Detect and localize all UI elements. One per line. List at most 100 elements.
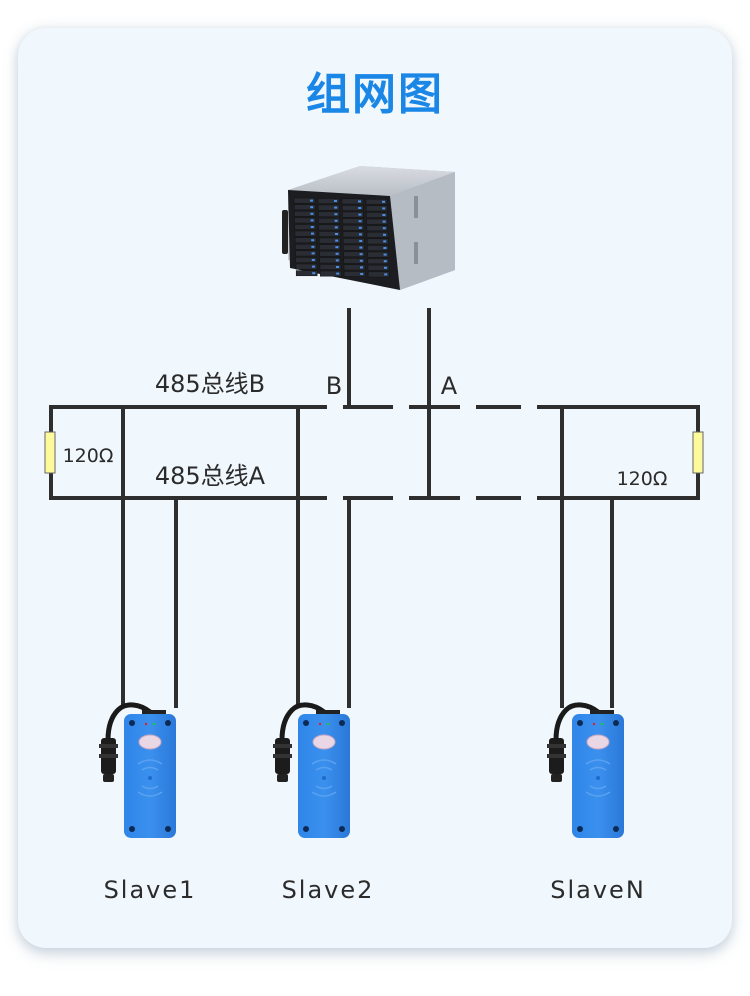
drive-led [359, 259, 363, 262]
drive-led [359, 240, 363, 242]
drive-led [335, 252, 339, 255]
slave-n-label: SlaveN [550, 876, 646, 904]
slave-device-2 [273, 705, 350, 838]
drive-led [383, 247, 387, 249]
drive-bay [293, 197, 316, 204]
drive-led [335, 239, 339, 242]
drive-led [358, 207, 362, 209]
drive-bay [319, 270, 342, 277]
drive-led [359, 253, 363, 256]
drive-led [383, 253, 387, 256]
drive-led [334, 213, 338, 216]
drive-led [383, 260, 387, 263]
drive-bay [318, 211, 340, 218]
drive-bay [343, 264, 366, 271]
drive-led [334, 206, 338, 209]
drive-bay [366, 218, 388, 225]
drive-led [334, 226, 338, 229]
drive-bay [366, 238, 389, 245]
slave-device-1 [99, 705, 176, 838]
drive-led [358, 226, 362, 229]
drive-led [360, 266, 363, 269]
drive-bay [318, 217, 340, 224]
drive-led [335, 259, 339, 262]
drive-led [311, 259, 315, 261]
drive-bay [367, 258, 390, 265]
drive-bay [343, 257, 366, 264]
drive-led [310, 226, 314, 228]
drive-led [336, 272, 340, 275]
drive-bay [342, 224, 365, 231]
drive-led [360, 273, 364, 275]
drive-led [358, 213, 362, 216]
drive-bay [342, 238, 365, 244]
terminator-left-label: 120Ω [63, 445, 114, 467]
drive-led [311, 239, 315, 242]
drive-bay [295, 257, 318, 263]
drive-bay [365, 198, 388, 205]
drive-bay [319, 244, 341, 251]
drive-bay [295, 263, 318, 270]
slave-2-label: Slave2 [282, 876, 375, 904]
master-wire-a-label: A [441, 372, 458, 400]
drive-led [358, 220, 362, 223]
drive-led [312, 272, 316, 275]
drive-bay [343, 271, 366, 277]
drive-bay [367, 271, 390, 278]
drive-bay [366, 225, 389, 232]
drive-bay [318, 231, 341, 237]
drive-led [358, 200, 361, 203]
drive-led [334, 200, 337, 202]
drive-bay [341, 198, 364, 205]
drive-bay [293, 204, 316, 211]
drive-led [335, 233, 338, 235]
drive-bay [366, 231, 389, 238]
drive-bay [342, 231, 365, 238]
drive-bay [294, 237, 317, 244]
drive-bay [367, 251, 389, 258]
drive-led [359, 233, 362, 236]
drive-bay [318, 237, 341, 244]
drive-led [336, 266, 339, 268]
bus-a-label: 485总线A [155, 462, 266, 490]
drive-led [382, 207, 386, 210]
drive-led [335, 246, 339, 249]
slave-1-label: Slave1 [104, 876, 197, 904]
drive-bay [367, 264, 390, 271]
drive-led [383, 240, 387, 243]
drive-bay [295, 243, 317, 250]
drive-bay [342, 211, 364, 218]
drive-bay [343, 251, 365, 258]
drive-led [359, 246, 363, 249]
drive-bay [294, 224, 317, 230]
rack-server-image [282, 166, 455, 290]
slave-device-n [547, 705, 624, 838]
drive-bay [318, 224, 341, 231]
drive-bay [294, 230, 317, 237]
drive-bay [295, 270, 318, 277]
drive-led [382, 220, 386, 223]
drive-led [334, 219, 338, 222]
drive-led [310, 206, 314, 209]
terminator-resistor-right [692, 431, 704, 474]
drive-bay [317, 204, 340, 211]
drive-bay [341, 205, 364, 211]
drive-led [383, 233, 386, 236]
drive-bay [295, 250, 317, 257]
drive-led [311, 252, 315, 255]
drive-bay [367, 245, 389, 251]
drive-led [382, 200, 385, 203]
drive-led [311, 245, 315, 248]
drive-led [312, 265, 315, 268]
drive-led [310, 212, 314, 215]
drive-bay [319, 257, 342, 264]
drive-bay [319, 250, 341, 257]
drive-bay [294, 217, 316, 224]
drive-led [384, 273, 388, 276]
drive-bay [294, 210, 316, 217]
drive-led [382, 214, 386, 216]
bus-b-label: 485总线B [155, 370, 265, 398]
terminator-right-label: 120Ω [617, 468, 668, 490]
terminator-resistor-left [44, 431, 56, 474]
